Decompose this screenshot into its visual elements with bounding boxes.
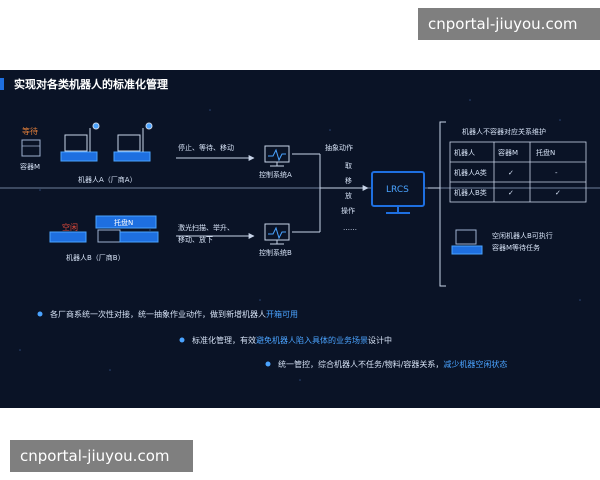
table-cell: - [555,169,558,177]
robot-b-right-icon [97,229,159,243]
robot-a-right-icon [113,122,153,162]
idle-task-line1: 空闲机器人B可执行 [492,231,553,240]
table-header: 托盘N [536,148,555,157]
robot-b-left-icon [49,231,87,243]
table-cell: 机器人B类 [454,188,487,197]
status-waiting: 等待 [22,126,38,136]
abstract-item: …… [343,224,357,232]
bullet-dot [265,361,271,367]
table-cell: ✓ [508,189,514,197]
abstract-item: 移 [345,176,352,185]
table-title: 机器人不容器对应关系维护 [462,127,546,136]
status-idle: 空闲 [62,222,78,232]
robot-a-left-icon [60,122,100,162]
architecture-diagram: 实现对各类机器人的标准化管理 等待 容器M 机器人A（厂商A） 停止、等待、移动… [0,77,600,381]
actions-b-line1: 激光扫描、举升、 [178,223,234,232]
table-cell: ✓ [508,169,514,177]
idle-task-line2: 容器M等待任务 [492,243,540,252]
lrcs-monitor-icon [371,171,425,214]
tray-n-label: 托盘N [114,218,133,227]
watermark-bottom: cnportal-jiuyou.com [10,440,193,472]
table-cell: 机器人A类 [454,168,487,177]
relation-table [449,141,587,203]
control-a-monitor-icon [264,145,290,167]
robot-b-label: 机器人B（厂商B） [66,253,125,262]
actions-b-line2: 移动、放下 [178,235,213,244]
table-header: 机器人 [454,148,475,157]
container-m-icon [21,139,41,157]
lrcs-label: LRCS [386,185,409,195]
robot-a-label: 机器人A（厂商A） [78,175,137,184]
control-b-monitor-icon [264,223,290,245]
abstract-item: 操作 [341,206,355,215]
abstract-title: 抽象动作 [325,143,353,152]
title-accent-bar [0,78,4,90]
abstract-item: 取 [345,162,352,170]
watermark-top: cnportal-jiuyou.com [418,8,600,40]
abstract-item: 放 [345,191,352,200]
bullet-dot [37,311,43,317]
control-a-label: 控制系统A [259,170,292,179]
control-b-label: 控制系统B [259,248,292,257]
bullet-1: 各厂商系统一次性对接，统一抽象作业动作，做到新增机器人开箱可用 [50,309,298,319]
actions-a-text: 停止、等待、移动 [178,143,234,152]
slide-title: 实现对各类机器人的标准化管理 [14,77,168,91]
bracket [439,121,446,287]
container-m-label: 容器M [20,162,40,171]
bullet-dot [179,337,185,343]
tray-n-box [95,215,157,229]
bullet-2: 标准化管理，有效避免机器人陷入具体的业务场景设计中 [192,335,392,345]
slide: 实现对各类机器人的标准化管理 等待 容器M 机器人A（厂商A） 停止、等待、移动… [0,70,600,408]
idle-robot-b-icon [451,229,483,255]
table-header: 容器M [498,148,518,157]
bullet-3: 统一管控，综合机器人不任务/物料/容器关系，减少机器空闲状态 [278,359,507,369]
table-cell: ✓ [555,189,561,197]
